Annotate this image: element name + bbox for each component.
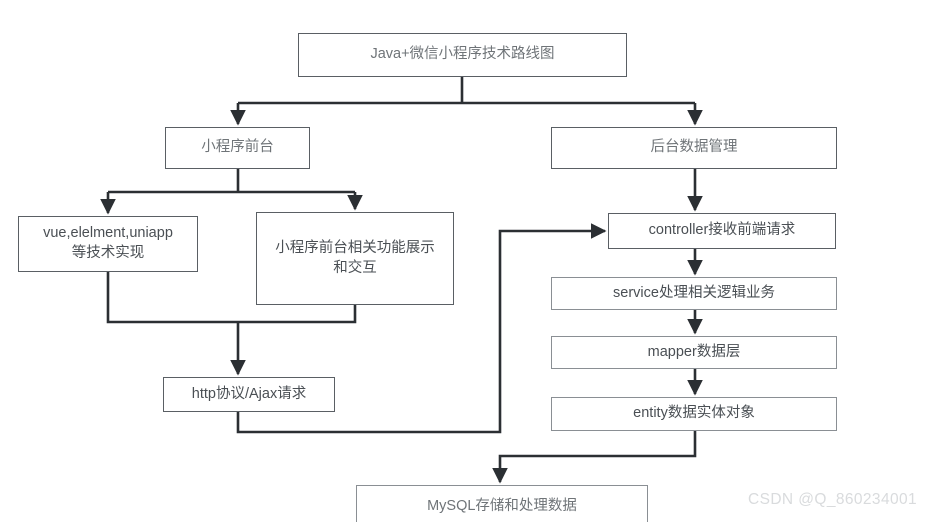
csdn-watermark: CSDN @Q_860234001 (748, 491, 918, 508)
edge-vue-to-http (106, 272, 238, 324)
edge-entity-to-mysql (492, 431, 697, 484)
edge-frontend-split (108, 169, 355, 194)
node-mapper[interactable]: mapper数据层 (551, 336, 837, 369)
node-entity[interactable]: entity数据实体对象 (551, 397, 837, 431)
node-service[interactable]: service处理相关逻辑业务 (551, 277, 837, 310)
edge-title-split (238, 77, 695, 105)
node-frontend-display[interactable]: 小程序前台相关功能展示 和交互 (256, 212, 454, 305)
node-mysql[interactable]: MySQL存储和处理数据 (356, 485, 648, 522)
edge-http-to-controller (236, 223, 607, 434)
node-controller[interactable]: controller接收前端请求 (608, 213, 836, 249)
node-http-ajax[interactable]: http协议/Ajax请求 (163, 377, 335, 412)
node-title[interactable]: Java+微信小程序技术路线图 (298, 33, 627, 77)
edge-display-to-http (238, 305, 357, 324)
node-vue-tech[interactable]: vue,elelment,uniapp 等技术实现 (18, 216, 198, 272)
node-backend[interactable]: 后台数据管理 (551, 127, 837, 169)
node-frontend[interactable]: 小程序前台 (165, 127, 310, 169)
